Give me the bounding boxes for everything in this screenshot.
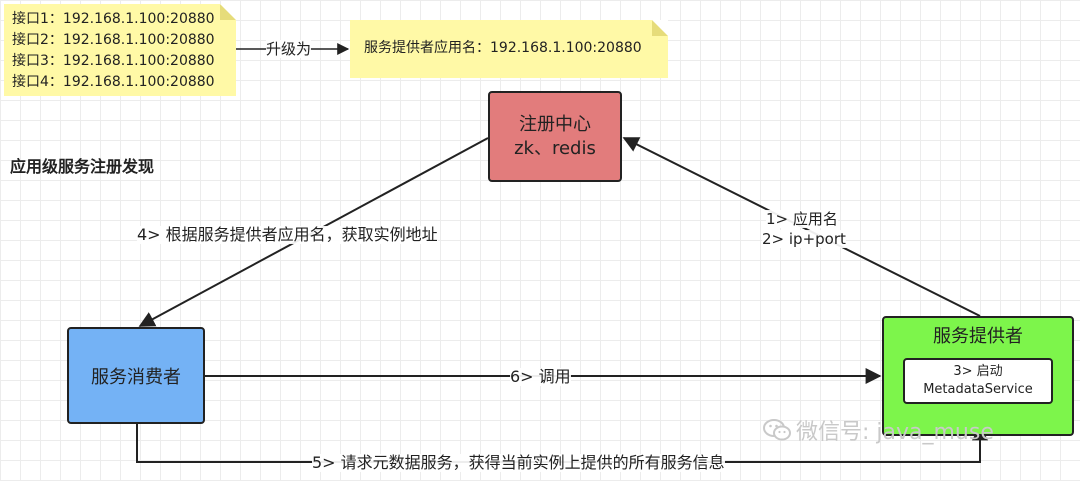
- provider-node: 服务提供者 3> 启动 MetadataService: [882, 316, 1074, 436]
- note-fold: [220, 4, 236, 20]
- app-name-text: 服务提供者应用名：192.168.1.100:20880: [364, 40, 642, 56]
- edge-label-register-1: 1> 应用名: [766, 210, 838, 228]
- interface-line-4: 接口4：192.168.1.100:20880: [12, 74, 215, 90]
- note-fold: [652, 20, 668, 36]
- interfaces-note: 接口1：192.168.1.100:20880 接口2：192.168.1.10…: [4, 4, 236, 96]
- edge-label-lookup: 4> 根据服务提供者应用名，获取实例地址: [137, 225, 438, 244]
- interface-line-2: 接口2：192.168.1.100:20880: [12, 32, 215, 48]
- registry-sub: zk、redis: [514, 137, 596, 159]
- metadata-service-line-1: 3> 启动: [953, 364, 1003, 379]
- edge-label-metadata: 5> 请求元数据服务，获得当前实例上提供的所有服务信息: [312, 453, 725, 472]
- consumer-node: 服务消费者: [67, 327, 205, 424]
- metadata-service-line-2: MetadataService: [923, 382, 1033, 397]
- interface-line-1: 接口1：192.168.1.100:20880: [12, 11, 215, 27]
- registry-name: 注册中心: [519, 113, 591, 135]
- watermark: 微信号: java_muse: [762, 414, 994, 446]
- registry-node: 注册中心 zk、redis: [488, 91, 622, 182]
- wechat-icon: [763, 419, 791, 441]
- edge-label-invoke: 6> 调用: [510, 367, 571, 386]
- interface-line-3: 接口3：192.168.1.100:20880: [12, 53, 215, 69]
- metadata-service-node: 3> 启动 MetadataService: [903, 358, 1053, 404]
- app-name-note: 服务提供者应用名：192.168.1.100:20880: [350, 20, 668, 78]
- consumer-name: 服务消费者: [91, 366, 181, 388]
- watermark-text: 微信号: java_muse: [796, 420, 994, 445]
- diagram-title: 应用级服务注册发现: [10, 157, 155, 176]
- edge-label-register-2: 2> ip+port: [762, 230, 846, 248]
- upgrade-label: 升级为: [266, 40, 312, 58]
- provider-name: 服务提供者: [933, 326, 1023, 347]
